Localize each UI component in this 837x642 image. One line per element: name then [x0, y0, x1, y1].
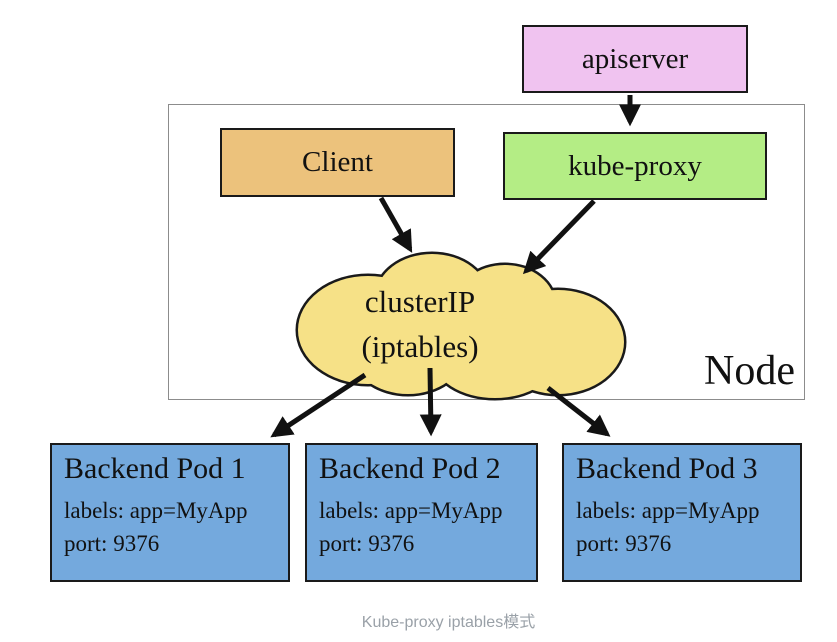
arrow-kube-proxy-to-clusterip: [522, 199, 596, 275]
pod-labels: labels: app=MyApp: [64, 498, 248, 523]
pod-title: Backend Pod 2: [319, 452, 501, 485]
clusterip-cloud-text: clusterIP (iptables): [300, 279, 540, 369]
backend-pod-2-box: Backend Pod 2 labels: app=MyApp port: 93…: [305, 443, 538, 582]
arrows: [270, 95, 642, 438]
pod-port: port: 9376: [576, 531, 672, 556]
arrow-clusterip-to-pod1: [270, 372, 367, 438]
client-box: Client: [220, 128, 455, 197]
arrow-client-to-clusterip: [378, 196, 413, 253]
pod-port: port: 9376: [319, 531, 415, 556]
figure-caption: Kube-proxy iptables模式: [361, 614, 536, 631]
pod-labels: labels: app=MyApp: [319, 498, 503, 523]
clusterip-line2: (iptables): [361, 329, 479, 364]
arrow-clusterip-to-pod3: [546, 386, 611, 437]
kube-proxy-box: kube-proxy: [503, 132, 767, 200]
apiserver-label: apiserver: [581, 42, 689, 75]
pod-title: Backend Pod 1: [64, 452, 246, 485]
pod-labels: labels: app=MyApp: [576, 498, 760, 523]
client-label: Client: [302, 146, 373, 178]
kube-proxy-label: kube-proxy: [568, 149, 702, 182]
backend-pod-1-box: Backend Pod 1 labels: app=MyApp port: 93…: [50, 443, 290, 582]
backend-pod-3-box: Backend Pod 3 labels: app=MyApp port: 93…: [562, 443, 802, 582]
arrow-clusterip-to-pod2: [419, 367, 442, 437]
apiserver-box: apiserver: [522, 25, 748, 93]
pod-port: port: 9376: [64, 531, 160, 556]
clusterip-line1: clusterIP: [364, 284, 476, 319]
pod-title: Backend Pod 3: [576, 452, 758, 485]
node-label: Node: [704, 348, 795, 394]
clusterip-cloud-body: [298, 254, 624, 398]
